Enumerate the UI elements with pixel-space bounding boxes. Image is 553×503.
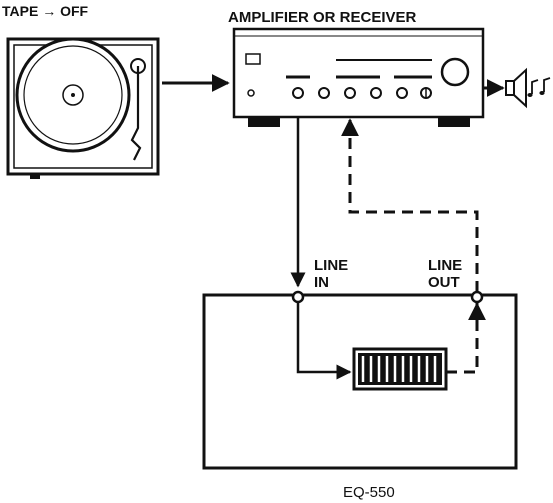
line-in-label-line: LINE	[314, 257, 348, 274]
device-label: EQ-550	[343, 484, 395, 501]
eq-550-enclosure	[202, 293, 518, 470]
line-out-jack	[470, 290, 484, 304]
line-out-label-out: OUT	[428, 274, 460, 291]
line-out-return-path	[341, 118, 479, 310]
internal-path-to-line-out	[446, 302, 486, 374]
equalizer-icon	[352, 347, 448, 391]
amplifier-icon	[232, 27, 485, 127]
music-notes-icon	[527, 77, 551, 97]
line-out-label-line: LINE	[428, 257, 462, 274]
turntable-icon	[6, 37, 160, 179]
internal-path-to-eq	[296, 302, 352, 380]
speaker-icon	[505, 67, 527, 109]
amplifier-label: AMPLIFIER OR RECEIVER	[228, 9, 417, 26]
line-in-jack	[291, 290, 305, 304]
line-in-label-in: IN	[314, 274, 329, 291]
tape-off-label: TAPE → OFF	[2, 3, 89, 19]
